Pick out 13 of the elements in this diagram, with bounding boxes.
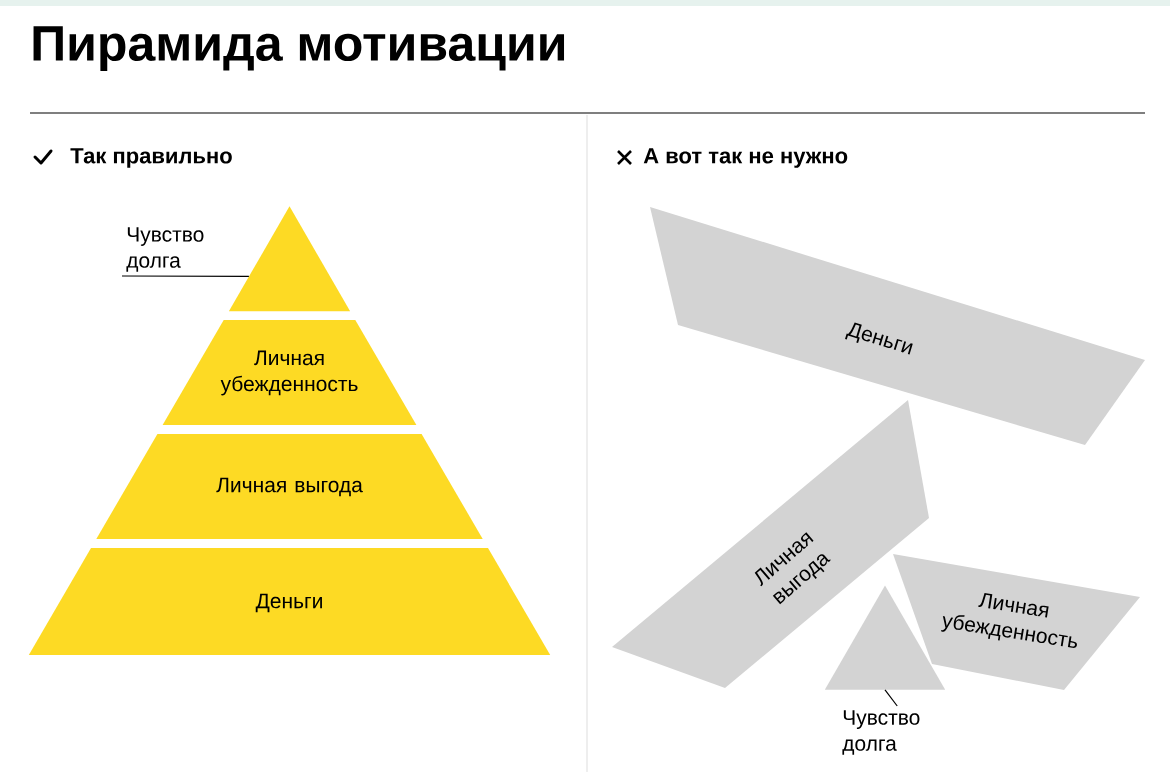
- node-label: Личная убежденность: [941, 592, 1077, 648]
- pyramid-tip: [228, 206, 351, 312]
- pyramid-level: Личная убежденность: [162, 320, 417, 425]
- pyramid-level: Деньги: [28, 548, 551, 655]
- caption-text: Чувство долга: [126, 227, 204, 272]
- title: Пирамида мотивации: [33, 26, 564, 71]
- leader-line: [884, 689, 898, 707]
- section-heading: А вот так не нужно: [643, 148, 848, 168]
- section-heading: Так правильно: [70, 148, 232, 168]
- pyramid-level: Личная выгода: [96, 434, 483, 539]
- pyramid-level: Деньги: [650, 207, 1145, 445]
- caption-text: Чувство долга: [842, 710, 920, 755]
- leader-line: [121, 275, 250, 277]
